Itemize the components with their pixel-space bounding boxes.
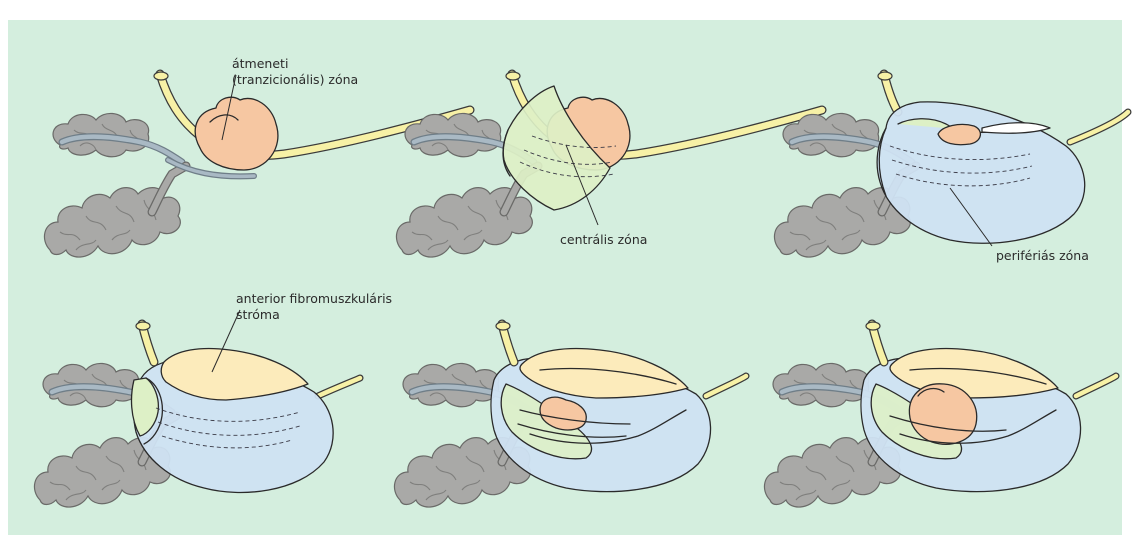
label-peripheral-zone: perifériás zóna <box>996 248 1089 263</box>
transition-zone <box>909 384 976 444</box>
label-anterior-stroma-line2: stróma <box>236 307 280 322</box>
label-anterior-stroma-line1: anterior fibromuszkuláris <box>236 291 392 306</box>
label-transition-zone-line1: átmeneti <box>232 56 288 71</box>
label-central-zone: centrális zóna <box>560 232 647 247</box>
label-transition-zone-line2: (tranzicionális) zóna <box>232 72 358 87</box>
